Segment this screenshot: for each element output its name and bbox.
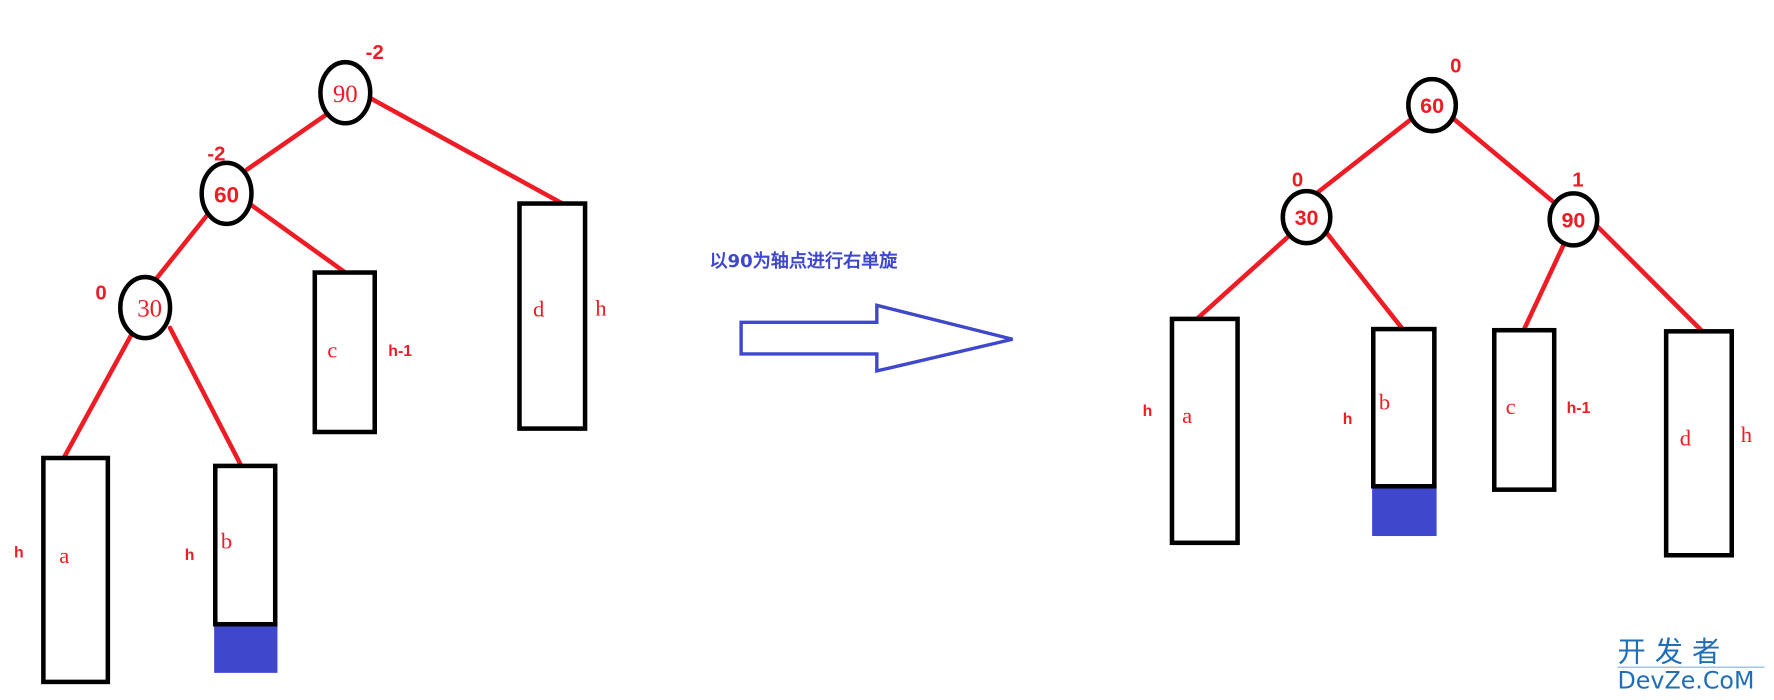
subtree-d (517, 201, 588, 431)
balance-90: -2 (366, 42, 384, 64)
subtree-b-label: b (221, 528, 232, 553)
watermark-line1: 开 发 者 (1618, 636, 1721, 669)
balance-60: -2 (207, 144, 225, 166)
edge-90-d (362, 92, 565, 206)
balance-30: 0 (1292, 170, 1303, 192)
edge-60-30 (150, 212, 210, 285)
node-60-label: 60 (1420, 94, 1444, 118)
node-90 (318, 59, 373, 126)
subtree-a-label: a (59, 543, 69, 568)
watermark: 开 发 者 DevZe.CoM (1617, 636, 1765, 695)
subtree-a-label: a (1182, 403, 1192, 428)
node-90 (1547, 191, 1600, 248)
node-30-label: 30 (1295, 206, 1319, 230)
height-a: h (14, 545, 24, 562)
subtree-b (1371, 326, 1437, 489)
balance-90: 1 (1572, 170, 1583, 192)
node-90-label: 90 (1561, 208, 1585, 232)
node-30-label: 30 (137, 296, 162, 323)
edge-60-90 (1451, 116, 1558, 206)
height-d: h (595, 296, 606, 321)
edge-90-c (1521, 240, 1567, 333)
edge-30-a (1194, 235, 1290, 322)
subtree-d-label: d (1680, 426, 1692, 451)
edge-30-b (167, 325, 244, 469)
height-b: h (1343, 411, 1353, 428)
node-90-label: 90 (333, 81, 358, 108)
node-30 (1280, 188, 1333, 246)
after-tree: 60 0 30 0 90 1 a h b h c h-1 d h (1143, 55, 1752, 558)
node-60-label: 60 (214, 182, 239, 207)
subtree-b (213, 463, 278, 627)
node-60 (199, 160, 254, 227)
inserted-node-block (214, 623, 278, 673)
balance-30: 0 (95, 283, 106, 305)
height-c: h-1 (1567, 400, 1591, 417)
subtree-b-label: b (1379, 389, 1390, 414)
subtree-c-label: c (1506, 394, 1516, 419)
edge-60-c (246, 201, 348, 275)
subtree-a (41, 455, 111, 685)
watermark-line2: DevZe.CoM (1618, 667, 1755, 695)
subtree-c (312, 270, 377, 435)
node-30 (118, 274, 173, 341)
right-arrow-icon (739, 303, 1013, 374)
edge-90-60 (244, 110, 331, 172)
edge-90-d (1594, 223, 1705, 334)
edge-60-30 (1315, 116, 1414, 195)
subtree-c-label: c (327, 337, 337, 362)
subtree-d (1663, 329, 1735, 558)
node-60 (1406, 76, 1459, 134)
edge-30-b (1323, 229, 1405, 332)
before-tree: 90 -2 60 -2 30 0 a h b h c h-1 d h (14, 42, 607, 685)
subtree-d-label: d (533, 297, 545, 322)
edge-30-a (61, 327, 137, 461)
balance-60: 0 (1450, 55, 1461, 77)
height-b: h (185, 547, 195, 564)
height-d: h (1741, 422, 1752, 447)
inserted-node-block (1372, 485, 1437, 537)
rotation-caption: 以90为轴点进行右单旋 (709, 250, 898, 272)
height-c: h-1 (388, 343, 412, 360)
height-a: h (1143, 403, 1153, 420)
subtree-a (1169, 316, 1240, 546)
subtree-c (1492, 327, 1557, 492)
